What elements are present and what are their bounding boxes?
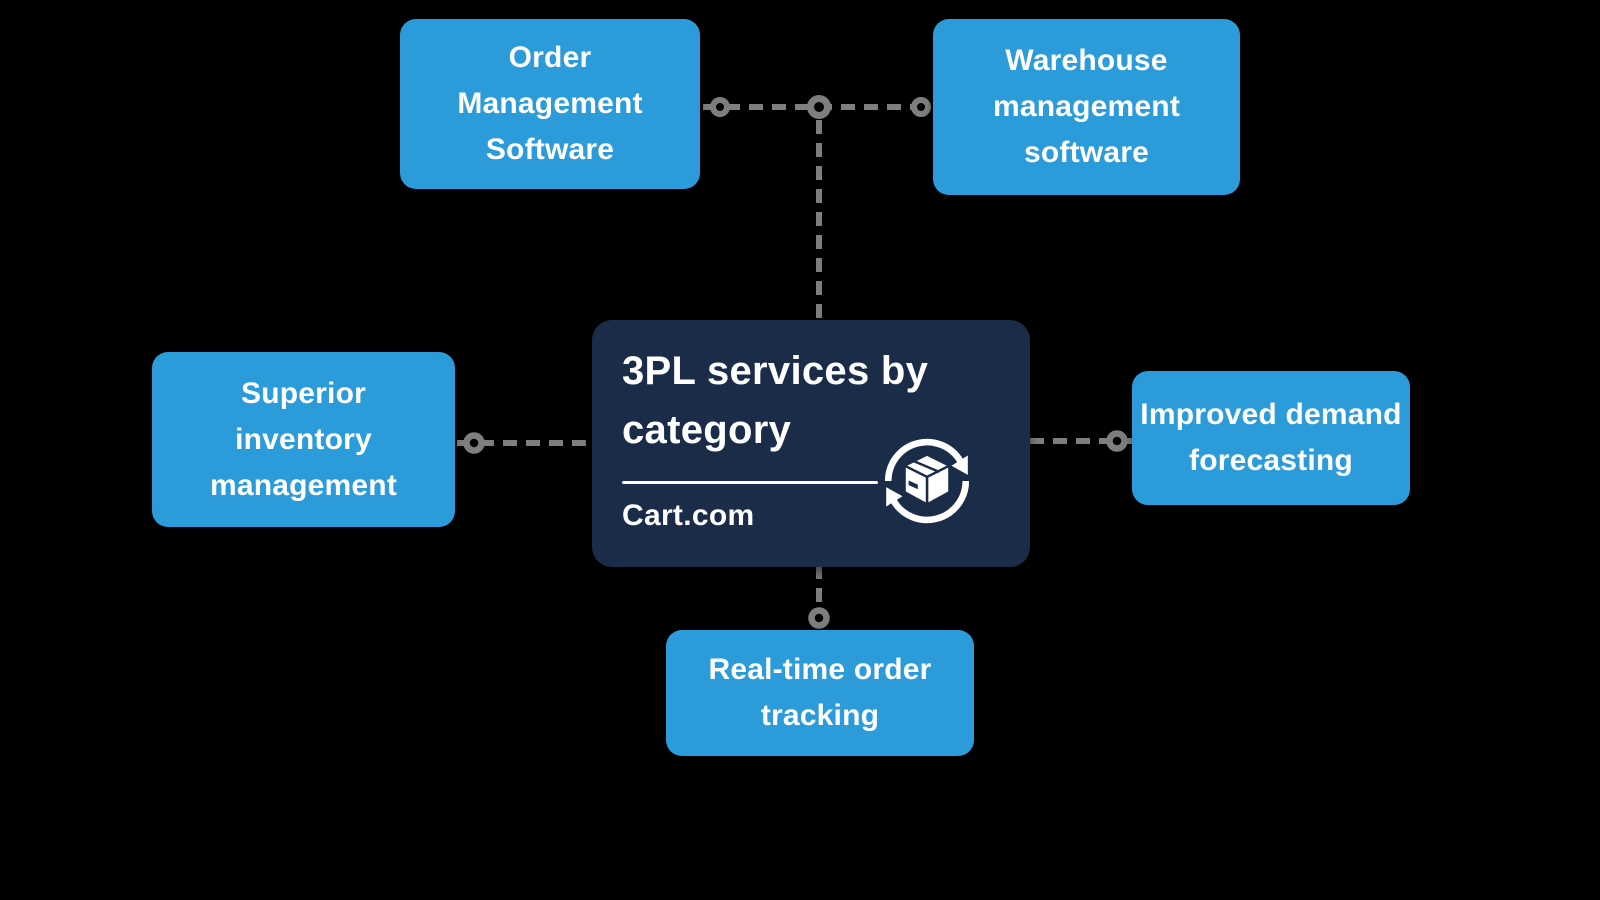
node-real-time-order-tracking: Real-time order tracking [666,630,974,756]
node-label: Order Management Software [457,41,643,166]
ring-node-icon [807,95,831,119]
ring-node-icon [463,432,485,454]
node-warehouse-management-software: Warehouse management software [933,19,1240,195]
ring-node-icon [808,607,830,629]
box-handle-slot [908,480,918,490]
divider-line [622,481,878,484]
connector-ring-nodes [463,95,1128,629]
ring-node-icon [911,97,931,117]
cycle-arrows [884,438,970,524]
node-label: Improved demand forecasting [1140,398,1402,477]
node-label: Warehouse management software [992,44,1181,169]
node-improved-demand-forecasting: Improved demand forecasting [1132,371,1410,505]
node-label: Real-time order tracking [708,653,932,732]
node-order-management-software: Order Management Software [400,19,700,189]
node-label: Superior inventory management [209,376,398,502]
center-title: 3PL services by category [622,349,929,452]
ring-node-icon [710,97,730,117]
node-superior-inventory-management: Superior inventory management [152,352,455,527]
box-lid-seam [913,459,940,473]
package-cycle-icon [884,438,970,524]
arrowheads [886,455,968,507]
ring-node-icon [1106,430,1128,452]
center-card-3pl-services: 3PL services by category Cart.com [592,320,1030,567]
package-box [903,453,951,506]
brand-cart-com: Cart.com [622,499,755,532]
